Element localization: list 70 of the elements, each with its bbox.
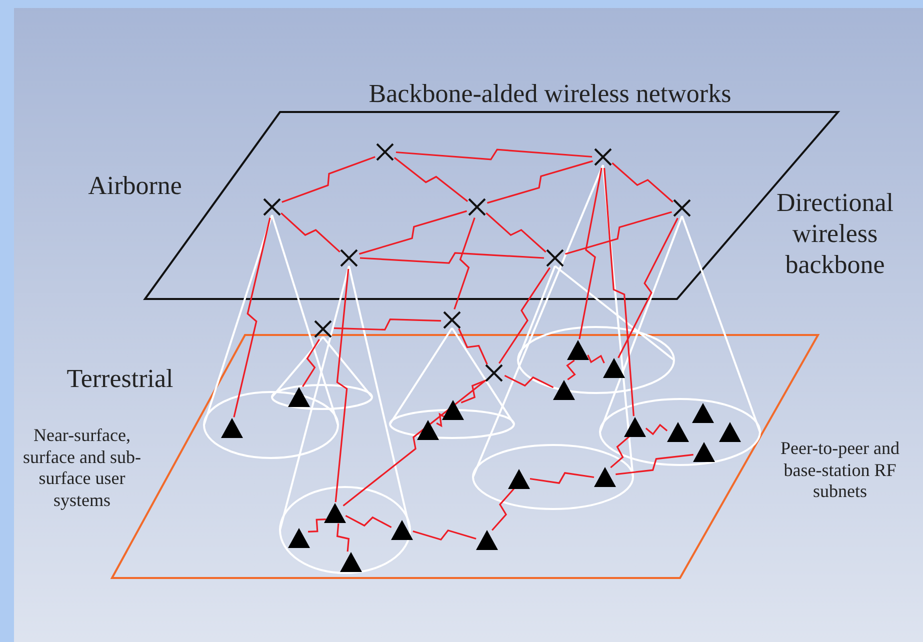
wireless-link <box>334 318 442 330</box>
wireless-link <box>302 338 320 388</box>
wireless-link <box>618 218 678 358</box>
triangle-marker-icon <box>476 529 498 551</box>
wireless-link <box>280 212 340 253</box>
wireless-link <box>282 156 376 203</box>
triangle-marker-icon <box>391 519 413 541</box>
wireless-link <box>394 157 468 202</box>
region-label: Peer-to-peer and base-station RF subnets <box>779 438 901 503</box>
triangle-marker-icon <box>719 421 741 443</box>
triangle-marker-icon <box>594 466 616 488</box>
wireless-link <box>334 268 350 502</box>
cross-marker-icon <box>261 196 283 218</box>
triangle-marker-icon <box>553 379 575 401</box>
triangle-marker-icon <box>667 421 689 443</box>
wireless-link <box>454 217 476 310</box>
cross-marker-icon <box>441 309 463 331</box>
wireless-link <box>412 529 476 541</box>
wireless-link <box>566 360 576 380</box>
triangle-marker-icon <box>340 551 362 573</box>
triangle-marker-icon <box>442 399 464 421</box>
wireless-link <box>460 380 486 404</box>
layer-label: Directional wireless backbone <box>776 187 894 281</box>
triangle-marker-icon <box>693 441 715 463</box>
triangle-marker-icon <box>324 502 346 524</box>
cross-marker-icon <box>592 146 614 168</box>
wireless-link <box>436 412 445 428</box>
wireless-link <box>498 267 551 364</box>
wireless-link <box>360 252 544 264</box>
wireless-link <box>578 168 602 340</box>
cross-marker-icon <box>338 247 360 269</box>
wireless-link <box>604 168 634 416</box>
wireless-link <box>486 212 546 253</box>
wireless-link <box>487 160 593 204</box>
wireless-link <box>504 374 554 388</box>
diagram-title: Backbone-alded wireless networks <box>368 78 732 110</box>
wireless-link <box>612 162 674 203</box>
region-label: Near-surface, surface and sub-surface user systems <box>22 425 142 512</box>
wireless-link <box>610 436 630 468</box>
triangle-marker-icon <box>567 339 589 361</box>
triangle-marker-icon <box>417 419 439 441</box>
wireless-link <box>396 148 592 160</box>
wireless-link <box>645 424 668 436</box>
wireless-link <box>458 328 488 365</box>
wireless-link <box>492 488 514 531</box>
wireless-link <box>565 211 672 255</box>
cross-marker-icon <box>312 318 334 340</box>
triangle-marker-icon <box>692 402 714 424</box>
triangle-marker-icon <box>288 386 310 408</box>
wireless-link <box>530 472 594 484</box>
wireless-link <box>345 515 392 528</box>
wireless-link <box>233 218 271 418</box>
cross-marker-icon <box>483 362 505 384</box>
wireless-link <box>587 354 605 364</box>
layer-label: Terrestrial <box>66 363 174 394</box>
triangle-marker-icon <box>221 417 243 439</box>
triangle-marker-icon <box>288 527 310 549</box>
triangle-marker-icon <box>508 468 530 490</box>
wireless-link <box>336 523 350 552</box>
cross-marker-icon <box>466 196 488 218</box>
wireless-link <box>359 210 467 255</box>
wireless-link <box>342 380 486 506</box>
cross-marker-icon <box>544 247 566 269</box>
layer-label: Airborne <box>87 170 183 202</box>
wireless-link <box>616 454 694 476</box>
cross-marker-icon <box>374 141 396 163</box>
cross-marker-icon <box>671 197 693 219</box>
triangle-marker-icon <box>603 357 625 379</box>
triangle-marker-icon <box>624 416 646 438</box>
wireless-link <box>308 518 326 533</box>
